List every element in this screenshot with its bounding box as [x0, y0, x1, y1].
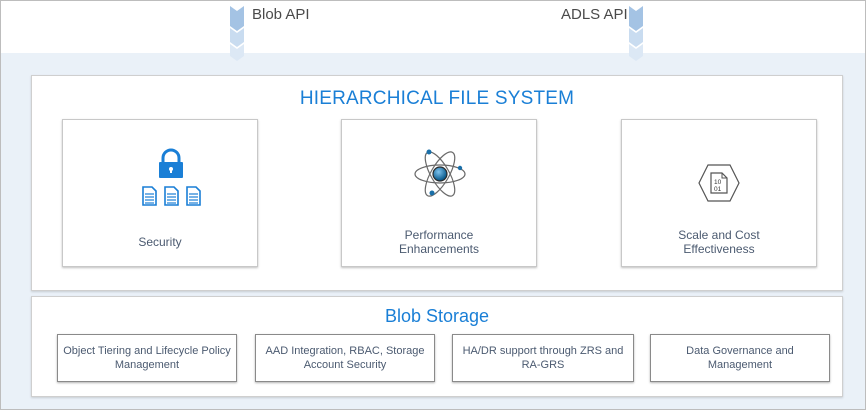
card-performance: Performance Enhancements	[341, 119, 537, 267]
feature-aad-integration: AAD Integration, RBAC, Storage Account S…	[255, 334, 435, 382]
adls-api-label: ADLS API	[561, 6, 628, 23]
card-performance-label: Performance Enhancements	[342, 228, 536, 256]
blob-api-label: Blob API	[252, 6, 310, 23]
blob-api-arrow-icon	[230, 6, 244, 61]
card-scale-cost-label: Scale and Cost Effectiveness	[622, 228, 816, 256]
atom-icon	[414, 149, 466, 197]
feature-ha-dr-support: HA/DR support through ZRS and RA-GRS	[452, 334, 634, 382]
feature-data-governance: Data Governance and Management	[650, 334, 830, 382]
card-security: Security	[62, 119, 258, 267]
card-scale-cost-label-line2: Effectiveness	[683, 242, 755, 256]
card-scale-cost: 10 01 Scale and Cost Effectiveness	[621, 119, 817, 267]
svg-text:10: 10	[714, 179, 722, 186]
feature-object-tiering: Object Tiering and Lifecycle Policy Mana…	[57, 334, 237, 382]
binary-file-hexagon-icon: 10 01	[698, 164, 740, 202]
card-scale-cost-label-line1: Scale and Cost	[678, 228, 760, 242]
lock-documents-icon	[142, 148, 201, 206]
hierarchical-file-system-panel: HIERARCHICAL FILE SYSTEM Security	[31, 75, 843, 291]
card-performance-label-line2: Enhancements	[398, 242, 480, 256]
card-security-label: Security	[138, 235, 182, 249]
adls-api-arrow-icon	[629, 6, 643, 61]
blob-storage-title: Blob Storage	[384, 306, 490, 326]
hfs-title: HIERARCHICAL FILE SYSTEM	[299, 88, 575, 109]
card-performance-label-line1: Performance	[404, 228, 474, 242]
svg-text:01: 01	[714, 186, 722, 193]
blob-storage-panel: Blob Storage Object Tiering and Lifecycl…	[31, 296, 843, 397]
